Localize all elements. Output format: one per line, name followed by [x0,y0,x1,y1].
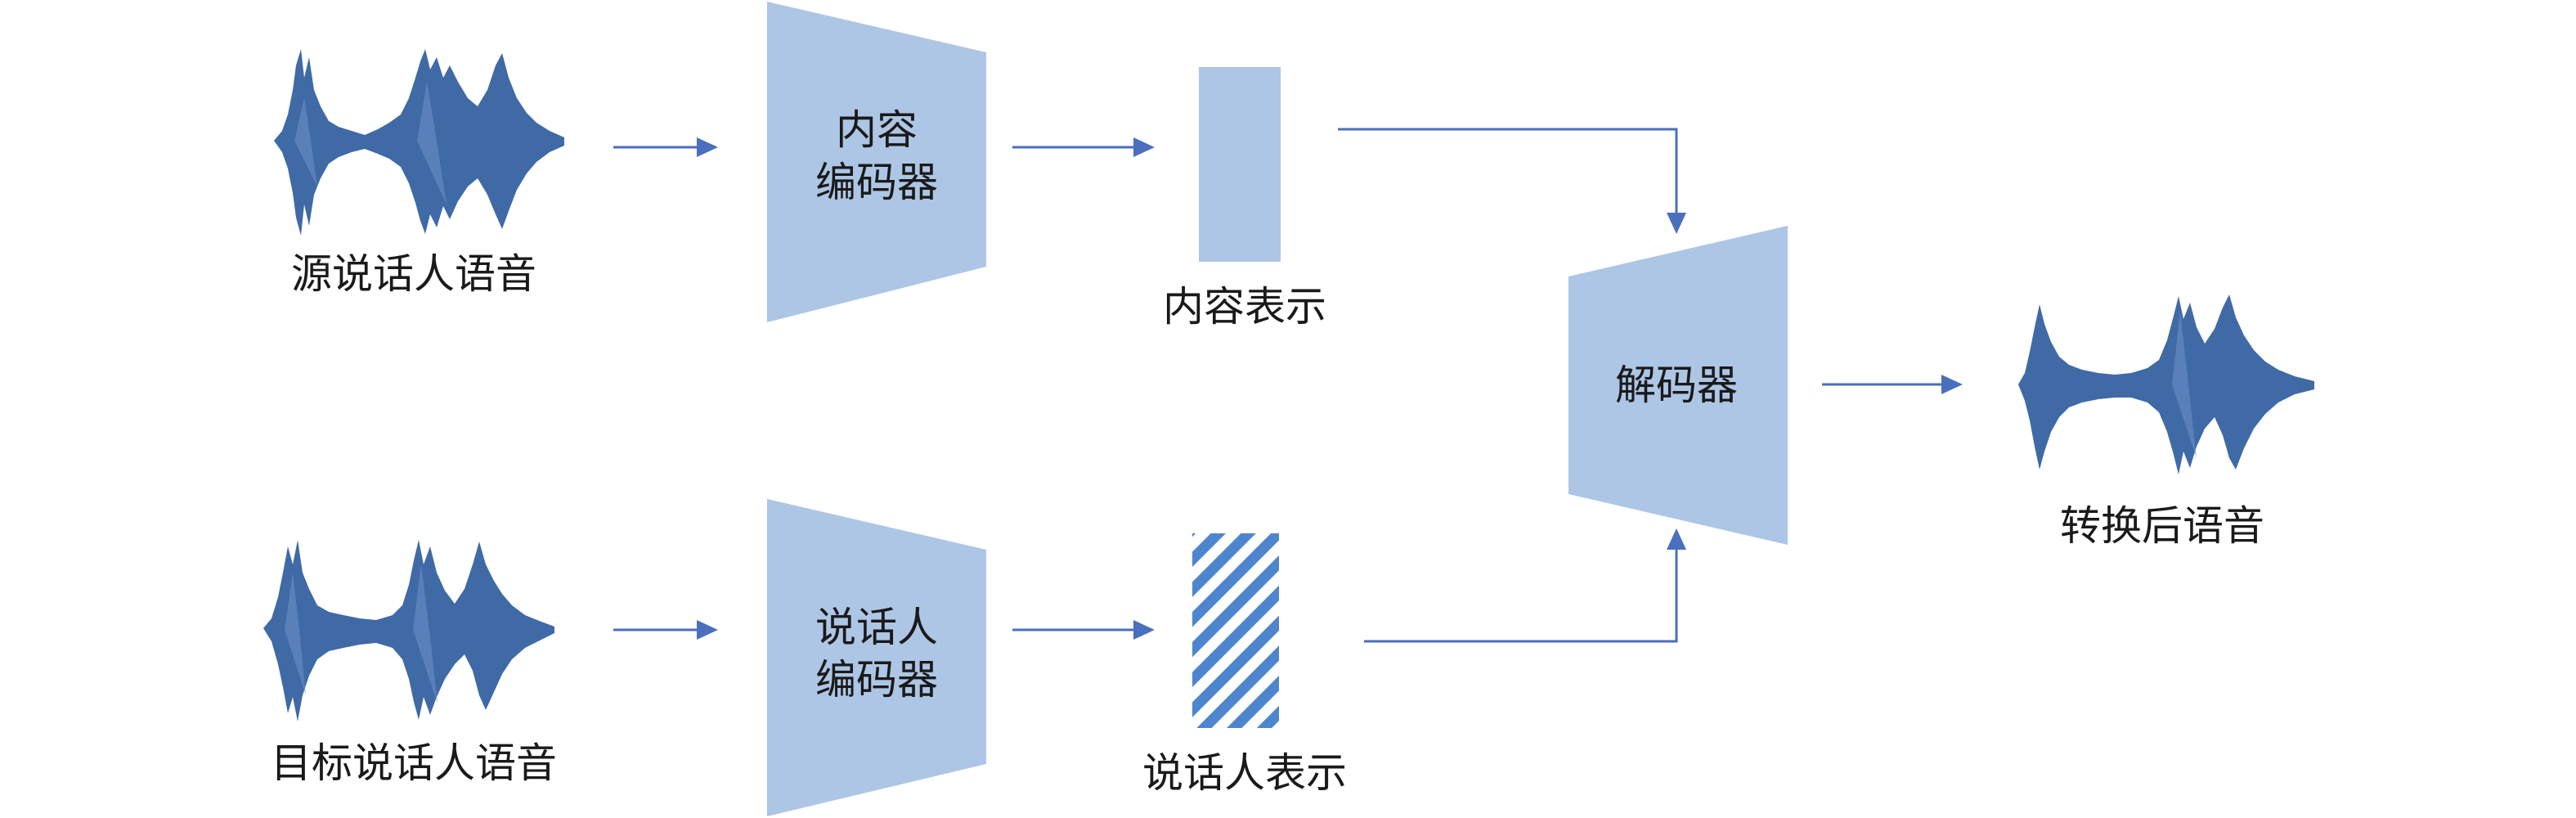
speaker-encoder-label-line2: 编码器 [815,656,938,703]
arrow-decoder-to-output [1822,375,1963,394]
output-speech-label: 转换后语音 [2060,502,2264,550]
content-encoder-label-line1: 内容 [836,106,918,154]
target-waveform-icon [263,540,554,721]
speaker-encoder-block [767,499,986,816]
target-speech-label: 目标说话人语音 [271,739,557,787]
arrow-source-to-content-encoder [613,137,718,157]
content-encoder-block [767,2,986,322]
arrow-content-representation-to-decoder [1338,128,1686,234]
decoder-block [1568,226,1788,545]
speaker-encoder-label-line1: 说话人 [815,604,938,651]
arrow-target-to-speaker-encoder [613,620,718,640]
source-speech-label: 源说话人语音 [291,250,536,298]
arrow-speaker-encoder-to-representation [1012,620,1155,640]
speaker-representation-block [1192,533,1279,728]
speaker-representation-label: 说话人表示 [1142,749,1347,797]
content-encoder-label-line2: 编码器 [815,159,938,206]
content-representation-label: 内容表示 [1163,283,1326,330]
arrow-speaker-representation-to-decoder [1364,528,1686,643]
output-waveform-icon [2018,294,2314,474]
decoder-label: 解码器 [1615,362,1738,409]
content-representation-block [1199,67,1281,262]
source-waveform-icon [274,49,564,236]
arrow-content-encoder-to-representation [1012,137,1155,157]
